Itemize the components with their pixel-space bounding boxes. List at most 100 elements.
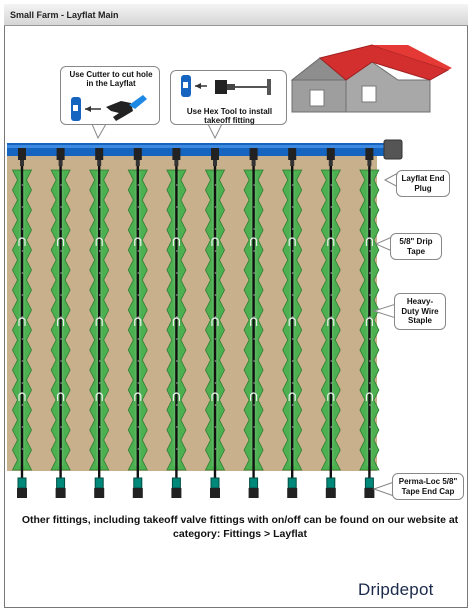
- emitter-dot: [21, 426, 24, 428]
- emitter-dot: [369, 404, 371, 406]
- takeoff-stem: [20, 160, 24, 166]
- emitter-dot: [291, 404, 294, 406]
- takeoff-fitting: [249, 148, 258, 160]
- wire-staple: [288, 392, 296, 401]
- emitter-dot: [253, 228, 256, 230]
- emitter-dot: [253, 448, 256, 450]
- emitter-dot: [330, 294, 333, 296]
- end-cap-pointer: [372, 481, 395, 497]
- drip-row: [359, 148, 380, 498]
- emitter-dot: [98, 184, 101, 186]
- emitter-dot: [253, 250, 256, 252]
- wire-staple: [95, 392, 103, 401]
- emitter-dot: [98, 404, 101, 406]
- emitter-dot: [369, 360, 371, 362]
- emitter-dot: [98, 294, 101, 296]
- emitter-dot: [176, 404, 178, 406]
- emitter-dot: [253, 338, 256, 340]
- emitter-dot: [330, 184, 333, 186]
- emitter-dot: [253, 426, 256, 428]
- emitter-dot: [291, 294, 294, 296]
- dripdepot-logo: Dripdepot: [358, 580, 434, 600]
- emitter-dot: [214, 184, 217, 186]
- wire-staple: [250, 237, 258, 246]
- emitter-dot: [291, 250, 294, 252]
- emitter-dot: [369, 294, 371, 296]
- emitter-dot: [98, 338, 101, 340]
- tape-end-cap: [210, 477, 220, 489]
- emitter-dot: [291, 448, 294, 450]
- takeoff-stem: [367, 160, 372, 166]
- emitter-dot: [21, 206, 24, 208]
- takeoff-fitting: [288, 148, 297, 160]
- wire-staple: [18, 317, 26, 326]
- takeoff-fitting: [326, 148, 335, 160]
- drip-row: [166, 148, 187, 498]
- cutter-icon: [71, 95, 147, 121]
- cutter-callout-pointer: [91, 123, 107, 140]
- tape-end-cap: [133, 477, 143, 489]
- emitter-dot: [369, 206, 371, 208]
- wire-staple: [172, 392, 180, 401]
- emitter-dot: [214, 360, 217, 362]
- emitter-dot: [214, 426, 217, 428]
- drip-row: [127, 148, 148, 498]
- emitter-dot: [253, 206, 256, 208]
- wire-staple: [327, 317, 335, 326]
- emitter-dot: [98, 382, 101, 384]
- emitter-dot: [214, 250, 217, 252]
- emitter-dot: [21, 338, 24, 340]
- drip-row: [243, 148, 264, 498]
- emitter-dot: [369, 338, 371, 340]
- emitter-dot: [330, 360, 333, 362]
- wire-staple: [288, 317, 296, 326]
- wire-staple: [172, 317, 180, 326]
- emitter-dot: [98, 360, 101, 362]
- wire-staple: [18, 237, 26, 246]
- tape-end-cap: [17, 477, 27, 489]
- emitter-dot: [291, 228, 294, 230]
- emitter-dot: [291, 382, 294, 384]
- emitter-dot: [176, 206, 178, 208]
- emitter-dot: [21, 294, 24, 296]
- emitter-dot: [60, 426, 62, 428]
- tape-end-cap-body: [287, 488, 298, 498]
- wire-staple: [365, 317, 373, 326]
- tape-end-cap: [94, 477, 104, 489]
- emitter-dot: [369, 250, 371, 252]
- drip-row: [50, 148, 71, 498]
- emitter-dot: [330, 448, 333, 450]
- emitter-dot: [369, 272, 371, 274]
- cutter-callout: Use Cutter to cut hole in the Layflat: [60, 66, 160, 125]
- hex-tool-callout-text: Use Hex Tool to install takeoff fitting: [186, 107, 273, 126]
- wire-staple: [365, 392, 373, 401]
- emitter-dot: [176, 448, 178, 450]
- wire-staple: [288, 237, 296, 246]
- emitter-dot: [137, 184, 140, 186]
- emitter-dot: [253, 272, 256, 274]
- page-title: Small Farm - Layflat Main: [10, 10, 119, 20]
- emitter-dot: [21, 404, 24, 406]
- emitter-dot: [21, 360, 24, 362]
- wire-staple: [250, 317, 258, 326]
- emitter-dot: [214, 294, 217, 296]
- emitter-dot: [176, 426, 178, 428]
- emitter-dot: [291, 338, 294, 340]
- drip-row: [320, 148, 341, 498]
- emitter-dot: [60, 228, 62, 230]
- emitter-dot: [176, 228, 178, 230]
- emitter-dot: [330, 426, 333, 428]
- emitter-dot: [176, 360, 178, 362]
- emitter-dot: [60, 184, 62, 186]
- wire-staple: [327, 392, 335, 401]
- emitter-dot: [137, 360, 140, 362]
- emitter-dot: [137, 228, 140, 230]
- wire-staple: [365, 237, 373, 246]
- wire-staple: [211, 392, 219, 401]
- emitter-dot: [60, 294, 62, 296]
- takeoff-stem: [97, 160, 102, 166]
- hex-callout-pointer: [207, 123, 223, 140]
- emitter-dot: [330, 250, 333, 252]
- emitter-dot: [253, 184, 256, 186]
